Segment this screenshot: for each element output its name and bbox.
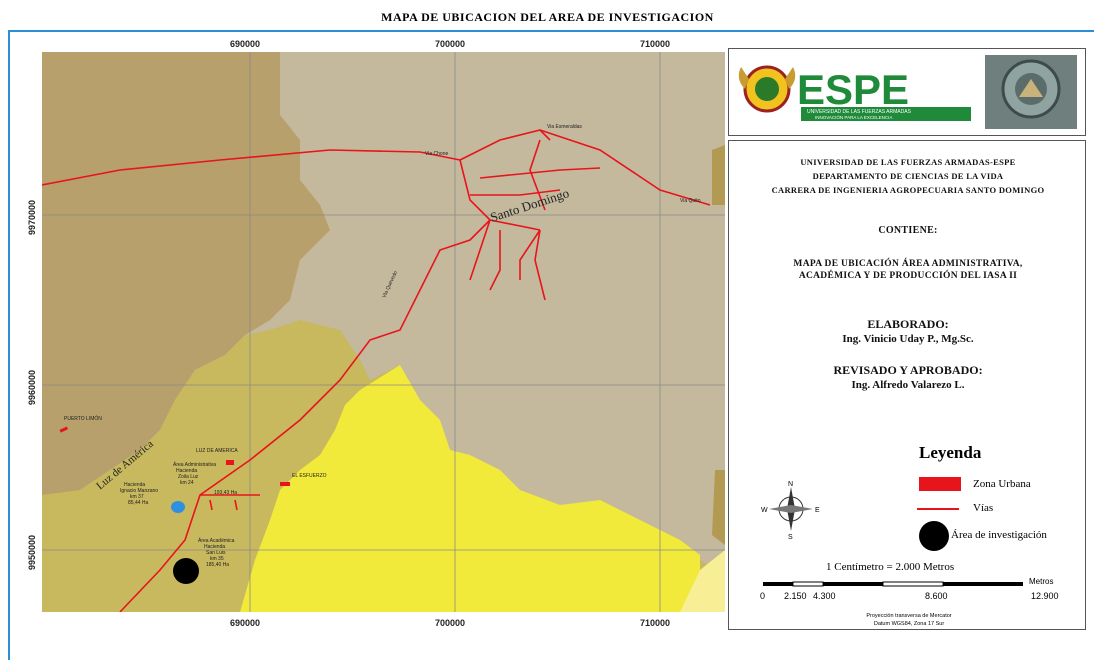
research-area-point <box>173 558 199 584</box>
label-via-chone: Via Chone <box>425 151 448 157</box>
grid-y-left-2: 9960000 <box>27 370 37 405</box>
info-contiene: CONTIENE: <box>878 225 938 236</box>
label-acad-1: Área Académica <box>198 537 235 544</box>
projection-line-2: Datum WGS84, Zona 17 Sur <box>873 621 945 627</box>
north-e: E <box>815 507 820 514</box>
urban-luz-de-america <box>226 460 234 465</box>
north-s: S <box>788 534 793 539</box>
projection-line-1: Proyección transversa de Mercator <box>866 613 952 619</box>
scale-bar <box>763 581 1023 587</box>
espe-wordmark: ESPE <box>797 66 909 113</box>
info-revisado-name: Ing. Alfredo Valarezo L. <box>851 379 965 391</box>
scale-tick-2: 4.300 <box>813 591 836 601</box>
espe-sub1: UNIVERSIDAD DE LAS FUERZAS ARMADAS <box>807 109 912 115</box>
scale-tick-4: 12.900 <box>1031 591 1059 601</box>
grid-lines <box>42 52 725 612</box>
label-puerto-limon: PUERTO LIMÓN <box>64 415 102 422</box>
label-admin-1: Área Administrativa <box>173 461 216 468</box>
legend-point-label: Área de investigación <box>951 529 1047 541</box>
label-acad-2: Hacienda <box>204 544 225 550</box>
zone-brown <box>42 52 330 500</box>
page-title: MAPA DE UBICACION DEL AREA DE INVESTIGAC… <box>381 10 714 24</box>
label-el-esfuerzo: EL ESFUERZO <box>292 473 327 479</box>
info-elaborado-name: Ing. Vinicio Uday P., Mg.Sc. <box>842 333 974 345</box>
legend-point-symbol <box>919 521 949 551</box>
scale-text: 1 Centímetro = 2.000 Metros <box>826 561 955 573</box>
label-prod-2: Ignacio Manzano <box>120 488 158 494</box>
north-arrow-icon: N S W E <box>761 481 820 539</box>
logo-panel: ESPE UNIVERSIDAD DE LAS FUERZAS ARMADAS … <box>728 48 1086 136</box>
grid-x-top-3: 710000 <box>640 39 670 49</box>
info-mapa-2: ACADÉMICA Y DE PRODUCCIÓN DEL IASA II <box>798 271 1018 281</box>
info-career: CARRERA DE INGENIERIA AGROPECUARIA SANTO… <box>771 185 1045 195</box>
scale-unit: Metros <box>1029 577 1054 586</box>
info-university: UNIVERSIDAD DE LAS FUERZAS ARMADAS-ESPE <box>800 157 1016 167</box>
roads <box>42 129 711 612</box>
label-admin-4: km 24 <box>180 480 194 486</box>
legend-title: Leyenda <box>919 443 982 462</box>
legend-road-line <box>917 508 959 510</box>
label-via-esmeraldas: Via Esmeraldas <box>547 124 582 130</box>
label-prod-4: 85,44 Ha <box>128 500 149 506</box>
info-elaborado: ELABORADO: <box>867 317 949 331</box>
label-prod-3: km 37 <box>130 494 144 500</box>
label-via-quito: Via Quito <box>680 198 701 204</box>
north-w: W <box>761 507 768 514</box>
label-acad-5: 185,40 Ha <box>206 562 229 568</box>
label-admin-2: Hacienda <box>176 468 197 474</box>
info-department: DEPARTAMENTO DE CIENCIAS DE LA VIDA <box>812 171 1004 181</box>
urban-puerto-limon <box>59 426 69 433</box>
legend-urban-swatch <box>919 477 961 491</box>
info-revisado: REVISADO Y APROBADO: <box>833 363 983 377</box>
info-panel: UNIVERSIDAD DE LAS FUERZAS ARMADAS-ESPE … <box>728 140 1086 630</box>
label-prod-1: Hacienda <box>124 482 145 488</box>
label-admin-3: Zoila Luz <box>178 474 199 480</box>
info-mapa-1: MAPA DE UBICACIÓN ÁREA ADMINISTRATIVA, <box>793 259 1023 269</box>
espe-sub2: INNOVACIÓN PARA LA EXCELENCIA <box>815 114 892 120</box>
urban-el-esfuerzo <box>280 482 290 486</box>
espe-bar <box>801 107 971 121</box>
grid-x-bot-1: 690000 <box>230 618 260 628</box>
grid-x-bot-3: 710000 <box>640 618 670 628</box>
zone-brown-east <box>712 145 725 205</box>
label-acad-4: km 35 <box>210 556 224 562</box>
map-frame <box>8 30 1094 660</box>
grid-x-top-2: 700000 <box>435 39 465 49</box>
scale-tick-0: 0 <box>760 591 766 601</box>
north-n: N <box>788 481 793 488</box>
zone-brown-east-2 <box>712 470 725 545</box>
grid-x-bot-2: 700000 <box>435 618 465 628</box>
label-acad-3: San Luis <box>206 550 226 556</box>
grid-x-top-1: 690000 <box>230 39 260 49</box>
zone-light <box>680 550 725 612</box>
espe-emblem-icon <box>738 65 796 113</box>
grid-y-left-1: 9970000 <box>27 200 37 235</box>
label-luz-town: LUZ DE AMERICA <box>196 448 238 454</box>
scale-tick-3: 8.600 <box>925 591 948 601</box>
label-admin-ha: 193,43 Ha <box>214 490 237 496</box>
logos-svg: ESPE UNIVERSIDAD DE LAS FUERZAS ARMADAS … <box>738 55 1077 129</box>
grid-y-left-3: 9950000 <box>27 535 37 570</box>
water-pond <box>171 501 185 513</box>
legend-urban-label: Zona Urbana <box>973 478 1031 490</box>
iasa-seal-icon <box>985 55 1077 129</box>
scale-tick-1: 2.150 <box>784 591 807 601</box>
legend-road-label: Vías <box>973 502 994 514</box>
